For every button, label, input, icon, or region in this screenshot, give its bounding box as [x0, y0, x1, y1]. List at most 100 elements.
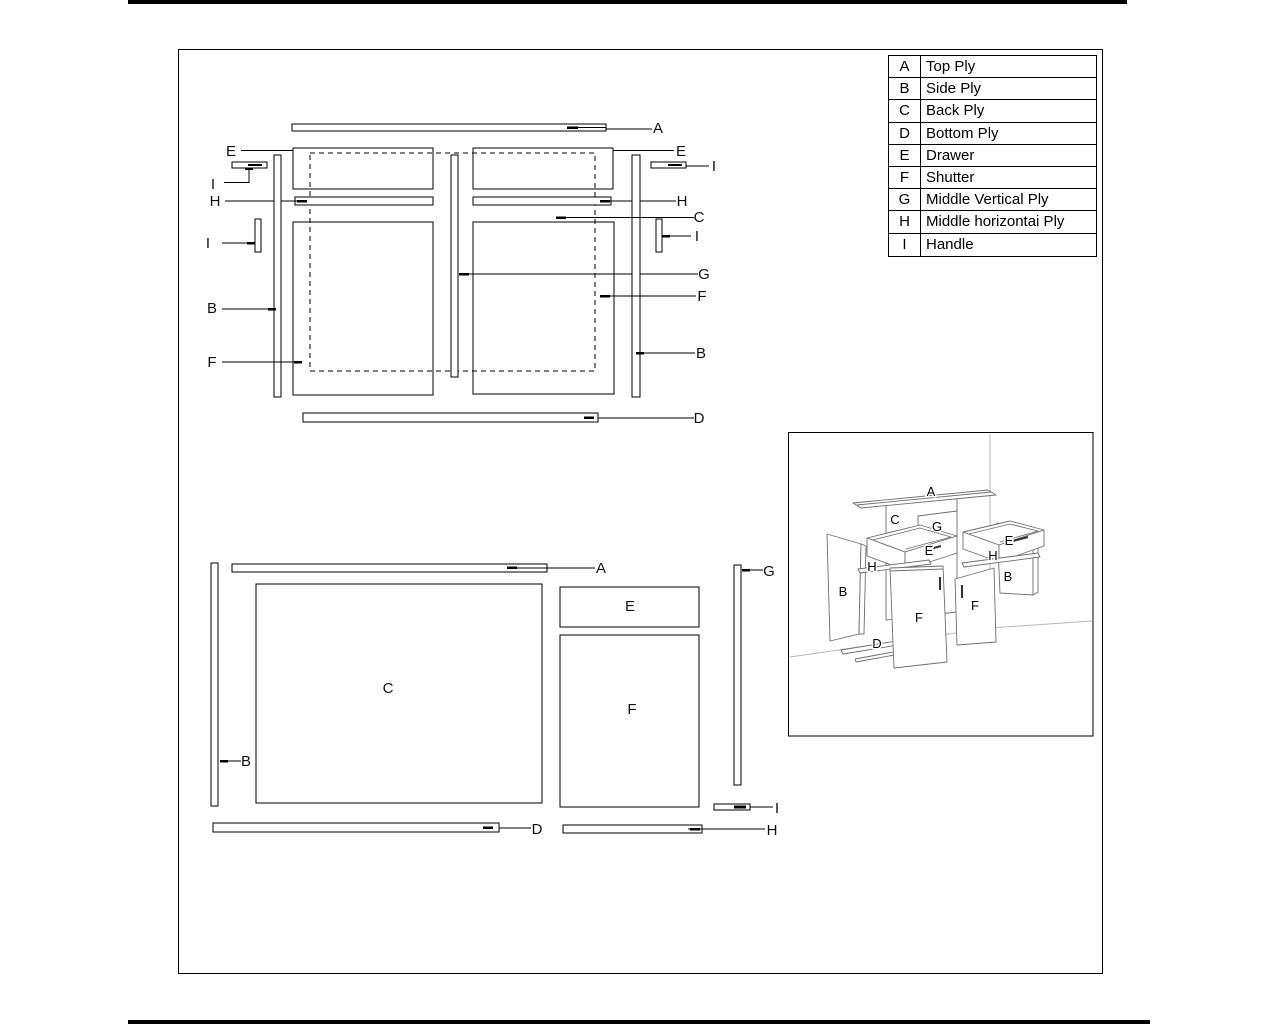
iso-mid-horizontal-left: [857, 559, 932, 574]
flat-label-drawer: E: [625, 598, 635, 615]
legend-label: Middle horizontai Ply: [926, 213, 1065, 231]
front-label-bottom-ply: D: [694, 410, 705, 427]
iso-label-back-ply: C: [890, 512, 899, 527]
iso-label-side-ply-right: B: [1004, 569, 1013, 584]
legend-key: A: [889, 56, 921, 78]
iso-exploded-inset: A C G E E H H B B F F D: [787, 431, 1094, 737]
flat-top-ply-bar: [231, 563, 548, 573]
legend-label: Shutter: [926, 168, 975, 186]
legend-row-i: I Handle: [889, 233, 1096, 256]
front-mid-horizontal-left: [294, 196, 434, 206]
front-handle-side-left: [254, 218, 262, 253]
legend-key: B: [889, 78, 921, 100]
iso-label-top-ply: A: [927, 484, 936, 499]
legend-row-c: C Back Ply: [889, 100, 1096, 123]
front-label-back-ply: C: [694, 209, 705, 226]
legend-key: I: [889, 233, 921, 256]
legend-key: G: [889, 189, 921, 211]
flat-mid-vertical-bar: [733, 564, 742, 786]
front-label-drawer-left: E: [226, 143, 236, 160]
front-drawer-left: [292, 147, 434, 190]
flat-label-handle: I: [775, 800, 779, 817]
front-label-drawer-right: E: [676, 143, 686, 160]
iso-label-mid-horizontal-right: H: [988, 548, 997, 563]
front-bottom-ply-bar: [302, 412, 599, 423]
front-label-handle-side-right: I: [695, 228, 699, 245]
flat-label-shutter: F: [627, 701, 636, 718]
iso-drawer-right: [962, 520, 1045, 563]
flat-shutter-panel: [559, 634, 700, 808]
flat-bottom-ply-bar: [212, 822, 500, 833]
flat-panel-view: [210, 562, 773, 834]
front-label-side-ply-left: B: [207, 300, 217, 317]
legend-row-h: H Middle horizontai Ply: [889, 211, 1096, 234]
legend-key: F: [889, 166, 921, 189]
drawing-frame: [177, 48, 1104, 975]
iso-label-shutter-right: F: [971, 598, 979, 613]
front-label-shutter-left: F: [207, 354, 216, 371]
front-shutter-right: [472, 221, 615, 395]
iso-label-bottom-ply: D: [872, 636, 881, 651]
flat-label-side-ply: B: [241, 753, 251, 770]
flat-mid-horizontal-bar: [562, 824, 703, 834]
front-side-ply-left: [273, 154, 282, 398]
iso-label-mid-vertical: G: [932, 519, 942, 534]
top-black-bar: [128, 0, 1127, 4]
legend-label: Side Ply: [926, 80, 982, 98]
legend-row-g: G Middle Vertical Ply: [889, 189, 1096, 212]
legend-row-f: F Shutter: [889, 166, 1096, 190]
legend-label: Bottom Ply: [926, 124, 999, 142]
flat-label-mid-horizontal: H: [767, 822, 778, 839]
legend-key: D: [889, 122, 921, 144]
legend-key: E: [889, 144, 921, 166]
iso-label-shutter-left: F: [915, 610, 923, 625]
iso-shutter-right: [954, 567, 997, 646]
legend-label: Top Ply: [926, 58, 976, 75]
front-label-mid-horizontal-left: H: [210, 193, 221, 210]
legend-label: Back Ply: [926, 102, 985, 120]
front-label-shutter-right: F: [697, 288, 706, 305]
front-mid-vertical-ply: [450, 154, 459, 378]
legend-row-b: B Side Ply: [889, 78, 1096, 101]
flat-label-top-ply: A: [596, 560, 606, 577]
iso-mid-horizontal-right: [961, 552, 1041, 568]
flat-drawer-panel: [559, 586, 700, 628]
iso-label-drawer-right: E: [1005, 533, 1014, 548]
iso-label-mid-horizontal-left: H: [867, 559, 876, 574]
iso-label-drawer-left: E: [925, 543, 934, 558]
iso-label-side-ply-left: B: [839, 584, 848, 599]
front-label-mid-horizontal-right: H: [677, 193, 688, 210]
front-label-mid-vertical: G: [698, 266, 710, 283]
flat-label-mid-vertical: G: [763, 563, 775, 580]
front-label-top-ply: A: [653, 120, 663, 137]
flat-label-back-ply: C: [383, 680, 394, 697]
front-mid-horizontal-right: [472, 196, 612, 206]
front-top-ply-bar: [291, 123, 607, 132]
legend-row-d: D Bottom Ply: [889, 122, 1096, 145]
legend-label: Middle Vertical Ply: [926, 191, 1049, 209]
legend-label: Drawer: [926, 146, 975, 164]
iso-shutter-left: [889, 565, 948, 669]
legend-row-e: E Drawer: [889, 144, 1096, 167]
front-label-side-ply-right: B: [696, 345, 706, 362]
flat-label-bottom-ply: D: [532, 821, 543, 838]
front-label-handle-side-left: I: [206, 235, 210, 252]
leader-i-top-left: [224, 168, 250, 183]
legend-key: H: [889, 211, 921, 233]
front-handle-side-right: [655, 218, 663, 253]
legend-row-a: A Top Ply: [889, 56, 1096, 79]
flat-side-ply-bar: [210, 562, 219, 807]
front-shutter-left: [292, 221, 434, 396]
flat-back-ply-panel: [255, 583, 543, 804]
bottom-black-bar: [128, 1020, 1150, 1024]
front-label-handle-top-right: I: [712, 158, 716, 175]
front-label-handle-top-left: I: [211, 176, 215, 193]
front-side-ply-right: [631, 154, 641, 398]
front-exploded-view: [222, 123, 709, 423]
legend-label: Handle: [926, 235, 974, 253]
iso-top-ply: [852, 489, 997, 509]
legend-key: C: [889, 100, 921, 122]
parts-legend-table: A Top Ply B Side Ply C Back Ply D Bottom…: [888, 55, 1097, 257]
